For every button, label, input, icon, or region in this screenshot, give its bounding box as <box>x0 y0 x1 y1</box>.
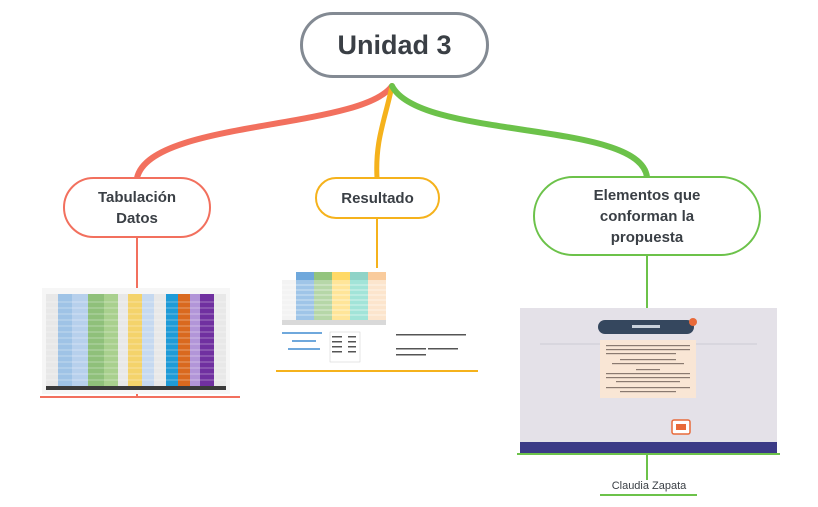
connector-elementos <box>389 83 650 180</box>
connector-tabulacion <box>134 83 395 181</box>
topic-tabulacion-datos[interactable]: Tabulación Datos <box>63 177 211 238</box>
results-table-thumbnail[interactable] <box>278 268 474 370</box>
central-topic[interactable]: Unidad 3 <box>300 12 489 78</box>
author-label: Claudia Zapata <box>611 480 687 492</box>
proposal-image <box>520 308 777 453</box>
topic-elementos-propuesta[interactable]: Elementos que conforman la propuesta <box>533 176 761 256</box>
spreadsheet-image <box>42 288 230 394</box>
proposal-slide-thumbnail[interactable] <box>520 308 777 453</box>
topic-tabulacion-label: Tabulación Datos <box>97 188 177 227</box>
connector-resultado <box>374 83 395 181</box>
spreadsheet-thumbnail[interactable] <box>42 288 230 394</box>
results-image <box>278 268 474 370</box>
central-topic-label: Unidad 3 <box>337 29 452 60</box>
topic-resultado-label: Resultado <box>341 189 414 207</box>
topic-resultado[interactable]: Resultado <box>315 177 440 219</box>
topic-elementos-label: Elementos que conforman la propuesta <box>593 186 701 246</box>
